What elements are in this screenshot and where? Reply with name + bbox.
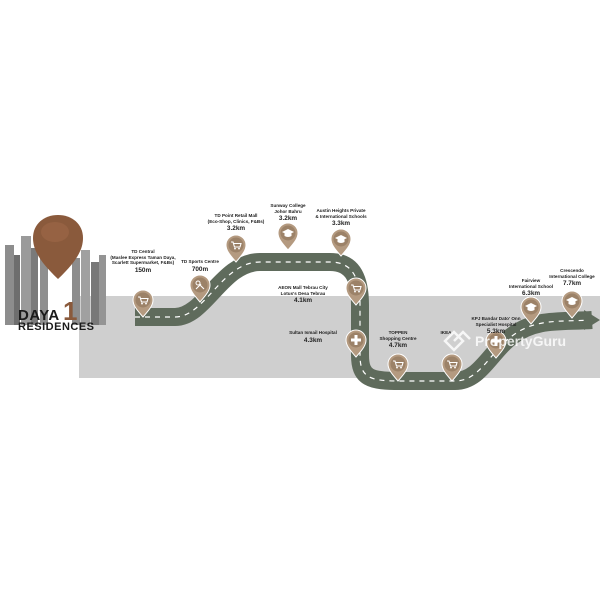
landmark-name: TD Sports Centre bbox=[181, 259, 219, 264]
brand-residences: RESIDENCES bbox=[18, 321, 95, 333]
landmark-name: AEON Mall Tebrau City bbox=[278, 285, 328, 290]
landmark-label: TD Central(Maslee Express Taman Daya,Sca… bbox=[110, 249, 175, 275]
landmark-label: Austin Heights Private& International Sc… bbox=[315, 208, 366, 228]
sports-icon bbox=[195, 280, 205, 290]
graduation-cap-icon bbox=[566, 297, 578, 305]
road-centerline bbox=[135, 261, 593, 382]
landmark-name: International School bbox=[508, 283, 554, 289]
landmark-distance: 3.2km bbox=[226, 225, 246, 233]
landmark-name: TD Central bbox=[131, 249, 155, 254]
landmark-pin bbox=[561, 290, 583, 319]
landmark-pin bbox=[132, 289, 154, 318]
landmark-name: Austin Heights Private bbox=[316, 208, 366, 213]
landmark-distance: 5.3km bbox=[486, 328, 506, 336]
logo-buildings bbox=[5, 236, 106, 325]
landmark-name: International College bbox=[549, 273, 595, 279]
brand-numeral: 1 bbox=[63, 296, 78, 326]
landmark-name: KPJ Bandar Dato' Onn bbox=[471, 316, 521, 321]
cart-icon bbox=[231, 241, 242, 250]
pin-inner-circle bbox=[444, 356, 460, 372]
landmark-name: Sultan Ismail Hospital bbox=[289, 330, 337, 335]
medical-cross-icon bbox=[351, 335, 361, 345]
landmark-label: TD Point Retail Mall(Eco-Shop, Clinics, … bbox=[208, 213, 265, 233]
graduation-cap-icon bbox=[335, 235, 347, 243]
pin-inner-circle bbox=[135, 292, 151, 308]
watermark-text: PropertyGuru bbox=[475, 333, 567, 349]
watermark: PropertyGuru bbox=[442, 329, 566, 353]
landmark-distance: 3.2km bbox=[278, 215, 298, 223]
landmark-name: TOPPEN bbox=[388, 330, 408, 335]
landmark-distance: 700m bbox=[191, 265, 209, 273]
landmark-distance: 3.3km bbox=[331, 220, 351, 228]
landmark-pin bbox=[441, 353, 463, 382]
landmark-distance: 4.3km bbox=[303, 336, 323, 344]
propertyguru-logo-icon bbox=[443, 330, 471, 352]
cart-icon bbox=[138, 296, 149, 305]
landmark-pin bbox=[520, 296, 542, 325]
landmark-pin bbox=[345, 277, 367, 306]
landmark-name: & International Schools bbox=[315, 213, 367, 219]
graduation-cap-icon bbox=[282, 229, 294, 237]
landmark-name: Shopping Centre bbox=[379, 335, 417, 341]
landmark-name: Sunway College bbox=[270, 203, 306, 208]
landmark-distance: 6.3km bbox=[521, 290, 541, 298]
landmark-name: Lotus's Desa Tebrau bbox=[280, 290, 326, 296]
route-arrow-icon bbox=[584, 310, 600, 330]
landmark-distance: 4.1km bbox=[293, 297, 313, 305]
cart-icon bbox=[351, 284, 362, 293]
landmark-distance: 7.7km bbox=[562, 280, 582, 288]
landmark-distance: 150m bbox=[134, 266, 152, 274]
landmark-pin bbox=[387, 353, 409, 382]
cart-icon bbox=[447, 360, 458, 369]
landmark-pin bbox=[330, 228, 352, 257]
logo-pin-icon bbox=[33, 215, 83, 279]
landmark-name: (Maslee Express Taman Daya, bbox=[110, 254, 176, 260]
landmark-pin bbox=[345, 329, 367, 358]
cart-icon bbox=[393, 360, 404, 369]
brand-daya: DAYA bbox=[18, 307, 60, 324]
landmark-distance: 4.7km bbox=[388, 342, 408, 350]
landmark-name: Johor Bahru bbox=[274, 208, 302, 214]
graduation-cap-icon bbox=[525, 303, 537, 311]
landmark-name: Fairview bbox=[521, 278, 541, 283]
pin-inner-circle bbox=[228, 237, 244, 253]
landmark-pin bbox=[485, 330, 507, 359]
pin-inner-circle bbox=[390, 356, 406, 372]
landmark-name: (Eco-Shop, Clinics, F&Bs) bbox=[207, 218, 265, 224]
landmark-name: Specialist Hospital bbox=[475, 321, 517, 327]
medical-cross-icon bbox=[491, 336, 501, 346]
landmark-label: IKEA bbox=[441, 330, 452, 336]
landmark-pin bbox=[225, 234, 247, 263]
landmark-pin bbox=[277, 222, 299, 251]
landmark-name: Scarlett Supermarket, F&Bs) bbox=[111, 260, 175, 266]
pin-inner-circle bbox=[348, 280, 364, 296]
landmark-name: IKEA bbox=[440, 330, 452, 335]
landmark-pin bbox=[189, 274, 211, 303]
landmark-name: Crescendo bbox=[560, 268, 584, 273]
landmark-name: TD Point Retail Mall bbox=[214, 213, 258, 218]
